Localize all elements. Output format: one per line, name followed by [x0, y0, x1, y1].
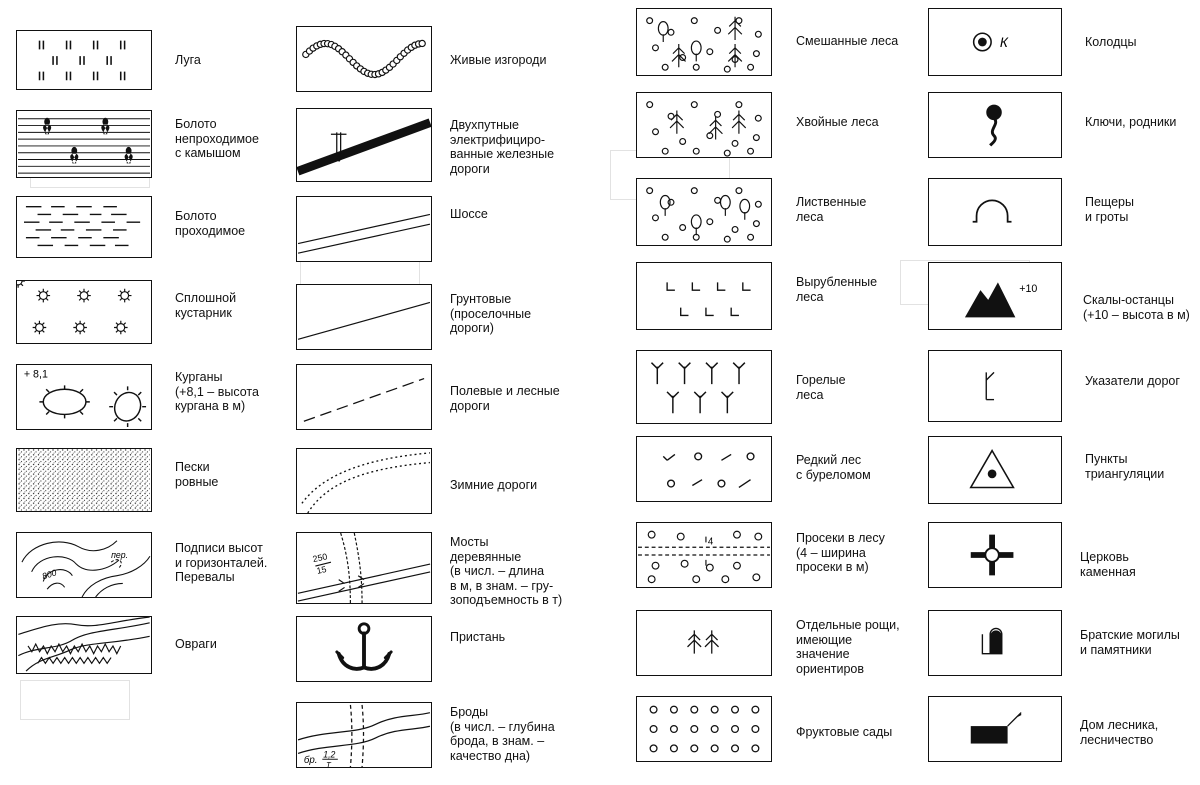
legend-label: Двухпутные электрифициро- ванные железны… [450, 118, 555, 176]
clearing-width-text: 4 [708, 536, 714, 547]
bridge-capacity-text: 15 [316, 564, 328, 576]
meadow-symbol-icon [16, 30, 152, 90]
legend-label: Шоссе [450, 207, 488, 221]
field-road-symbol-icon [296, 364, 432, 430]
legend-label: Церковь каменная [1080, 550, 1136, 579]
legend-label: Отдельные рощи, имеющие значение ориенти… [796, 618, 900, 676]
winter-road-symbol-icon [296, 448, 432, 514]
ravines-symbol-icon [16, 616, 152, 674]
bleed-through-ghost [20, 680, 130, 720]
felled-forest-symbol-icon [636, 262, 772, 330]
forester-house-symbol-icon [928, 696, 1062, 762]
pier-anchor-icon [296, 616, 432, 682]
ford-bottom-text: Т [326, 760, 332, 767]
sparse-forest-symbol-icon [636, 436, 772, 502]
impassable-swamp-symbol-icon [16, 110, 152, 178]
well-letter-text: К [1000, 35, 1009, 50]
stone-church-symbol-icon [928, 522, 1062, 588]
legend-label: Колодцы [1085, 35, 1137, 49]
legend-label: Полевые и лесные дороги [450, 384, 560, 413]
pass-label-text: пер. [111, 550, 128, 560]
legend-label: Луга [175, 53, 201, 67]
coniferous-forest-symbol-icon [636, 92, 772, 158]
highway-symbol-icon [296, 196, 432, 262]
legend-label: Горелые леса [796, 373, 846, 402]
legend-label: Броды (в числ. – глубина брода, в знам. … [450, 705, 555, 763]
ford-symbol-icon: бр. 1,2 Т [296, 702, 432, 768]
legend-label: Пески ровные [175, 460, 219, 489]
rock-outlier-symbol-icon: +10 [928, 262, 1062, 330]
legend-label: Хвойные леса [796, 115, 879, 129]
passable-swamp-symbol-icon [16, 196, 152, 258]
legend-label: Мосты деревянные (в числ. – длина в м, в… [450, 535, 563, 607]
flat-sand-symbol-icon [16, 448, 152, 512]
ford-prefix-text: бр. [304, 755, 318, 766]
legend-label: Сплошной кустарник [175, 291, 237, 320]
legend-label: Вырубленные леса [796, 275, 878, 304]
legend-label: Зимние дороги [450, 478, 538, 492]
mound-height-text: + 8,1 [24, 369, 48, 381]
hedge-symbol-icon [296, 26, 432, 92]
cave-symbol-icon [928, 178, 1062, 246]
legend-label: Пункты триангуляции [1085, 452, 1165, 481]
railway-symbol-icon [296, 108, 432, 182]
forest-clearing-symbol-icon: 4 [636, 522, 772, 588]
triangulation-point-symbol-icon [928, 436, 1062, 504]
legend-label: Ключи, родники [1085, 115, 1177, 129]
signpost-symbol-icon [928, 350, 1062, 422]
burial-mound-symbol-icon: + 8,1 [16, 364, 152, 430]
mixed-forest-symbol-icon [636, 8, 772, 76]
grove-symbol-icon [636, 610, 772, 676]
legend-label: Лиственные леса [796, 195, 867, 224]
legend-label: Живые изгороди [450, 53, 547, 67]
legend-label: Болото проходимое [175, 209, 246, 238]
contour-lines-symbol-icon: 800 пер. [16, 532, 152, 598]
burnt-forest-symbol-icon [636, 350, 772, 424]
legend-label: Редкий лес с буреломом [796, 453, 871, 482]
spring-symbol-icon [928, 92, 1062, 158]
legend-label: Грунтовые (проселочные дороги) [450, 292, 532, 335]
legend-label: Пристань [450, 630, 506, 644]
legend-label: Фруктовые сады [796, 725, 893, 739]
legend-label: Братские могилы и памятники [1080, 628, 1180, 657]
rock-height-text: +10 [1019, 283, 1037, 295]
legend-label: Болото непроходимое с камышом [175, 117, 259, 160]
orchard-symbol-icon [636, 696, 772, 762]
bridge-length-text: 250 [312, 551, 328, 564]
dirt-road-symbol-icon [296, 284, 432, 350]
legend-label: Подписи высот и горизонталей. Перевалы [175, 541, 268, 584]
shrubs-symbol-icon [16, 280, 152, 344]
wooden-bridge-symbol-icon: 250 15 [296, 532, 432, 604]
legend-label: Дом лесника, лесничество [1080, 718, 1159, 747]
legend-label: Курганы (+8,1 – высота кургана в м) [175, 370, 259, 413]
legend-label: Скалы-останцы (+10 – высота в м) [1083, 293, 1190, 322]
contour-value-text: 800 [41, 567, 58, 581]
legend-label: Овраги [175, 637, 217, 651]
legend-label: Просеки в лесу (4 – ширина просеки в м) [796, 531, 885, 574]
legend-label: Указатели дорог [1085, 374, 1180, 388]
memorial-symbol-icon [928, 610, 1062, 676]
well-symbol-icon: К [928, 8, 1062, 76]
legend-label: Пещеры и гроты [1085, 195, 1134, 224]
ford-depth-text: 1,2 [323, 749, 335, 759]
deciduous-forest-symbol-icon [636, 178, 772, 246]
legend-label: Смешанные леса [796, 34, 899, 48]
